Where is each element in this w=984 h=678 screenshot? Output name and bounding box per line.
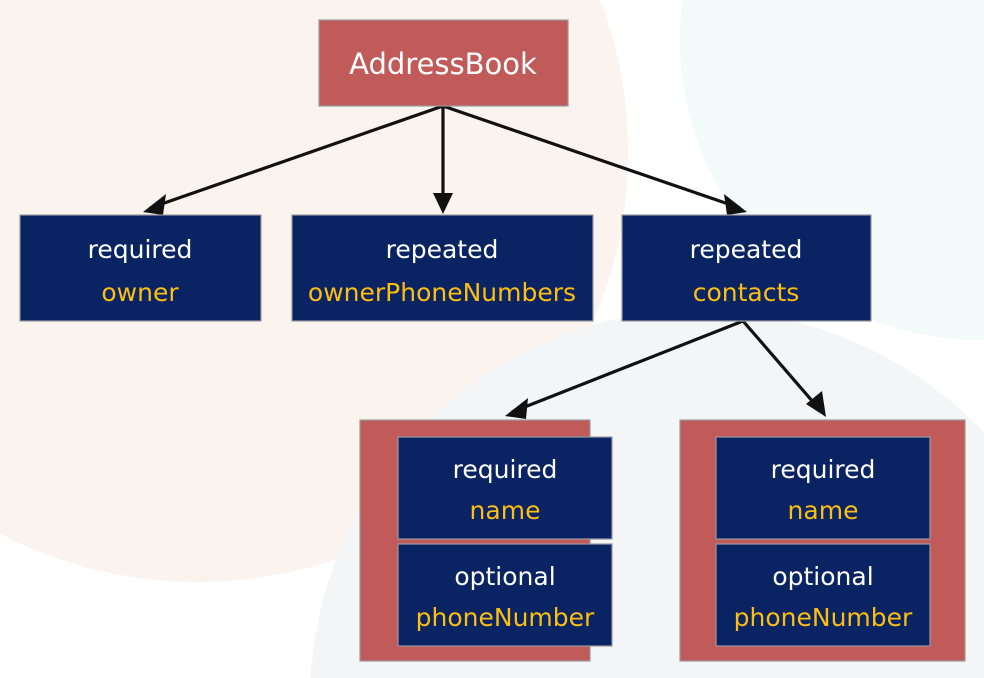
contact-group-2-field-name-rule: required (771, 455, 876, 484)
edge-contacts-to-group-1 (511, 319, 744, 414)
contact-group-1-field-name-rule: required (453, 455, 558, 484)
node-field-ownerphonenumbers-rule: repeated (386, 235, 499, 264)
contact-group-1-field-phone-box[interactable] (397, 543, 613, 647)
node-field-contacts-name: contacts (693, 278, 800, 307)
edge-contacts-to-group-2 (741, 319, 822, 412)
contact-group-1-field-name-name: name (470, 496, 541, 525)
edge-root-to-ownerphonenumbers-arrowhead (433, 193, 453, 214)
edge-group-contacts (505, 319, 826, 419)
node-addressbook[interactable]: AddressBook (318, 19, 569, 107)
node-field-contacts-box[interactable] (621, 214, 872, 322)
node-field-ownerphonenumbers-name: ownerPhoneNumbers (308, 278, 576, 307)
node-field-ownerphonenumbers[interactable]: repeated ownerPhoneNumbers (291, 214, 594, 322)
edge-root-to-contacts (442, 104, 741, 210)
contact-group-1[interactable]: required name optional phoneNumber (359, 419, 613, 662)
node-field-owner[interactable]: required owner (19, 214, 262, 322)
contact-group-1-field-phone-rule: optional (454, 562, 555, 591)
contact-group-2-field-phone-name: phoneNumber (734, 603, 913, 632)
contact-group-2-field-phone-rule: optional (772, 562, 873, 591)
contact-group-2-field-name-box[interactable] (715, 436, 931, 540)
edge-contacts-to-group-2-arrowhead (806, 391, 826, 417)
contact-group-1-field-name-box[interactable] (397, 436, 613, 540)
contact-group-2-field-name-name: name (788, 496, 859, 525)
node-field-owner-name: owner (101, 278, 179, 307)
contact-group-1-field-phone-name: phoneNumber (416, 603, 595, 632)
edge-root-to-owner-arrowhead (143, 194, 166, 215)
node-field-owner-box[interactable] (19, 214, 262, 322)
edge-root-to-contacts-arrowhead (724, 194, 747, 215)
contact-group-2-field-phone-box[interactable] (715, 543, 931, 647)
contact-group-2[interactable]: required name optional phoneNumber (679, 419, 966, 662)
edge-root-to-owner (149, 104, 444, 210)
node-field-contacts-rule: repeated (690, 235, 803, 264)
edge-group-root (143, 104, 747, 215)
node-field-owner-rule: required (88, 235, 193, 264)
node-field-ownerphonenumbers-box[interactable] (291, 214, 594, 322)
node-addressbook-title: AddressBook (349, 47, 537, 81)
mint-blob (680, 0, 984, 340)
node-field-contacts[interactable]: repeated contacts (621, 214, 872, 322)
node-addressbook-box[interactable] (318, 19, 569, 107)
edge-contacts-to-group-1-arrowhead (505, 398, 528, 419)
